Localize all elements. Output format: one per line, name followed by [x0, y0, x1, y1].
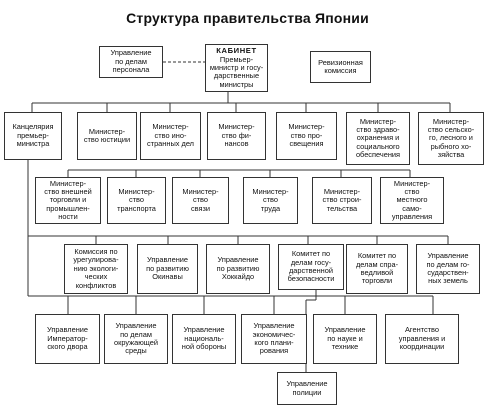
- node-fair-trade-commission: Комитет по делам спра- ведливой торговли: [346, 244, 408, 294]
- node-ministry-education: Министер- ство про- свещения: [276, 112, 337, 160]
- node-ministry-construction: Министер- ство строи- тельства: [312, 177, 372, 224]
- node-economic-planning-agency: Управление экономичес- кого плани- рован…: [241, 314, 307, 364]
- node-ministry-labor: Министер- ство труда: [243, 177, 298, 224]
- node-defense-agency: Управление националь- ной обороны: [172, 314, 236, 364]
- node-cabinet: КАБИНЕТ Премьер- министр и госу- дарстве…: [205, 44, 268, 92]
- node-ministry-trade: Министер- ство внешней торговли и промыш…: [35, 177, 101, 224]
- node-ministry-agriculture: Министер- ство сельско- го, лесного и ры…: [418, 112, 484, 165]
- node-ministry-communications: Министер- ство связи: [172, 177, 229, 224]
- node-ministry-finance: Министер- ство фи- нансов: [207, 112, 266, 160]
- cabinet-title: КАБИНЕТ: [216, 45, 257, 55]
- node-ministry-health: Министер- ство здраво- охранения и социа…: [346, 112, 410, 165]
- node-audit-board: Ревизионная комиссия: [310, 51, 371, 83]
- node-hokkaido-agency: Управление по развитию Хоккайдо: [206, 244, 270, 294]
- node-management-coordination-agency: Агентство управления и координации: [385, 314, 459, 364]
- node-personnel-agency: Управление по делам персонала: [99, 46, 163, 78]
- node-public-safety-commission: Комитет по делам госу- дарственной безоп…: [278, 244, 344, 290]
- node-ministry-transport: Министер- ство транспорта: [107, 177, 166, 224]
- node-ministry-home-affairs: Министер- ство местного само- управления: [380, 177, 444, 224]
- node-environmental-disputes-commission: Комиссия по урегулирова- нию экологи- че…: [64, 244, 128, 294]
- node-ministry-foreign: Министер- ство ино- странных дел: [140, 112, 201, 160]
- node-ministry-justice: Министер- ство юстиции: [77, 112, 137, 160]
- node-environment-agency: Управление по делам окружающей среды: [104, 314, 168, 364]
- node-national-police-agency: Управление полиции: [277, 372, 337, 405]
- node-imperial-household-agency: Управление Император- ского двора: [35, 314, 100, 364]
- cabinet-subtitle: Премьер- министр и госу- дарственные мин…: [209, 54, 264, 89]
- node-national-land-agency: Управление по делам го- сударствен- ных …: [416, 244, 480, 294]
- node-science-technology-agency: Управление по науке и технике: [313, 314, 377, 364]
- node-pm-office: Канцелярия премьер- министра: [4, 112, 62, 160]
- node-okinawa-agency: Управление по развитию Окинавы: [137, 244, 198, 294]
- chart-title: Структура правительства Японии: [126, 10, 369, 26]
